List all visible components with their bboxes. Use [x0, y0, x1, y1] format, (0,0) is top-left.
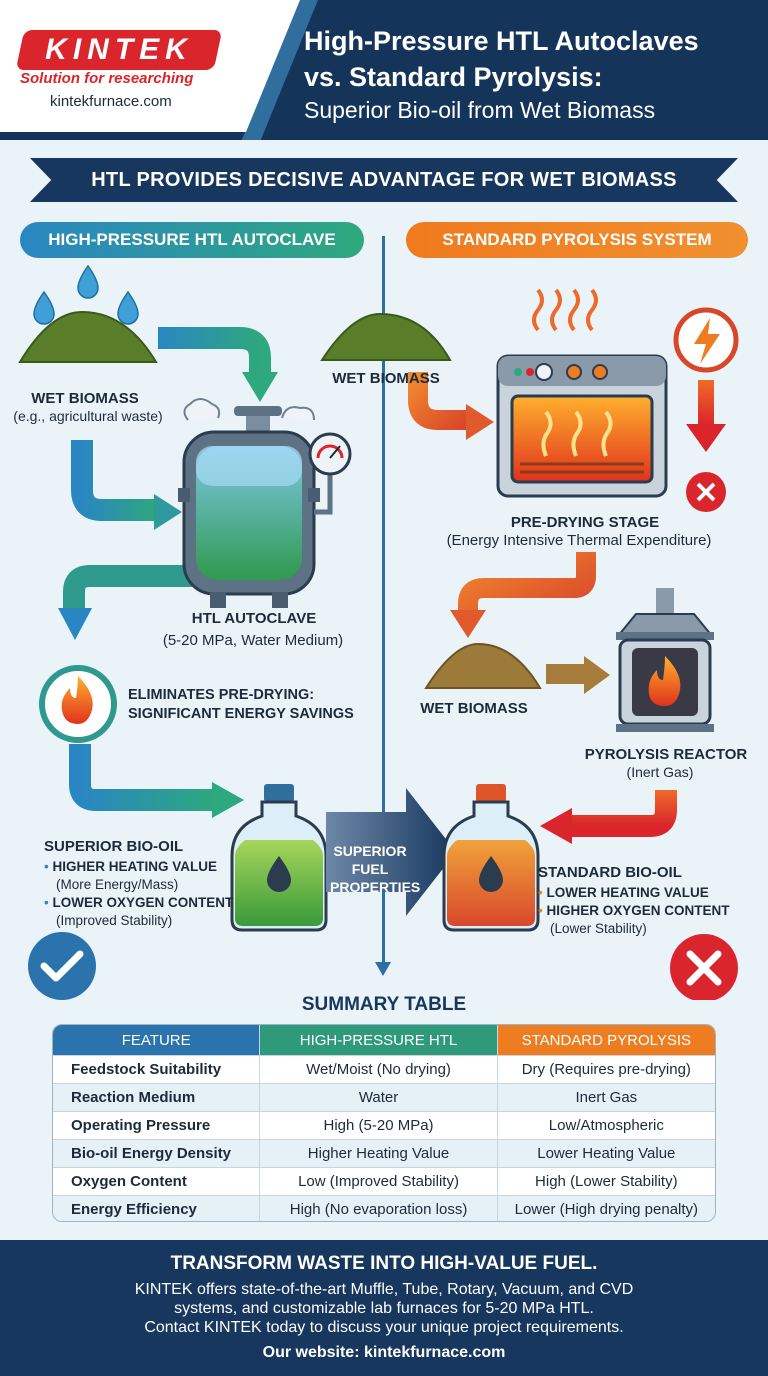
list-item: • HIGHER HEATING VALUE	[44, 859, 217, 874]
flow-diagram	[18, 264, 739, 1000]
footer-headline: TRANSFORM WASTE INTO HIGH-VALUE FUEL.	[170, 1253, 598, 1274]
pre-drying-oven-icon	[496, 288, 668, 498]
lightning-icon	[673, 307, 739, 373]
table-cell: Wet/Moist (No drying)	[259, 1056, 496, 1083]
table-cell: Higher Heating Value	[259, 1140, 496, 1167]
list-item: • LOWER HEATING VALUE	[538, 885, 709, 900]
wet-biomass-pile-icon	[18, 310, 158, 363]
superior-bio-oil-list: • HIGHER HEATING VALUE (More Energy/Mass…	[44, 858, 233, 930]
table-cell: Lower (High drying penalty)	[496, 1196, 715, 1221]
cross-icon	[670, 934, 738, 1000]
standard-bio-oil-bottle-icon	[442, 784, 540, 932]
page-subtitle: Superior Bio-oil from Wet Biomass	[304, 97, 656, 123]
standard-bio-oil-label: STANDARD BIO-OIL	[538, 864, 682, 881]
pyrolysis-reactor-icon	[615, 588, 715, 732]
table-header-pyrolysis: STANDARD PYROLYSIS	[496, 1025, 715, 1055]
htl-savings-line2: SIGNIFICANT ENERGY SAVINGS	[128, 706, 354, 722]
pyrolysis-reactor-label: PYROLYSIS REACTOR	[584, 746, 748, 763]
center-arrow-line1: SUPERIOR	[333, 843, 407, 859]
cross-icon-small	[686, 472, 726, 512]
htl-point2-note: (Improved Stability)	[56, 913, 173, 928]
center-arrow-label: SUPERIOR FUEL PROPERTIES	[330, 842, 421, 896]
logo-url[interactable]: kintekfurnace.com	[50, 93, 172, 110]
footer-body-line2: systems, and customizable lab furnaces f…	[174, 1300, 594, 1317]
superior-bio-oil-bottle-icon	[230, 784, 328, 932]
htl-point1: HIGHER HEATING VALUE	[52, 859, 217, 874]
pre-drying-label: PRE-DRYING STAGE	[510, 514, 660, 531]
table-cell: High (Lower Stability)	[496, 1168, 715, 1195]
table-header-htl: HIGH-PRESSURE HTL	[259, 1025, 497, 1055]
pyrolysis-wet-biomass-mid: WET BIOMASS	[420, 700, 528, 717]
table-cell: Bio-oil Energy Density	[71, 1145, 232, 1162]
table-row: Operating Pressure High (5-20 MPa) Low/A…	[53, 1111, 715, 1139]
table-cell: Reaction Medium	[71, 1089, 196, 1106]
divider-arrow-head	[375, 962, 391, 976]
pyrolysis-wet-biomass-top: WET BIOMASS	[332, 370, 440, 387]
table-header-feature: FEATURE	[53, 1025, 260, 1055]
table-cell: Feedstock Suitability	[71, 1061, 222, 1078]
htl-autoclave-icon	[178, 398, 352, 608]
table-header-row: FEATURE HIGH-PRESSURE HTL STANDARD PYROL…	[53, 1025, 715, 1055]
htl-point1-note: (More Energy/Mass)	[56, 877, 179, 892]
footer-website-link[interactable]: Our website: kintekfurnace.com	[262, 1344, 506, 1361]
htl-savings-line1: ELIMINATES PRE-DRYING:	[128, 687, 315, 703]
logo-text: KINTEK	[45, 33, 193, 66]
table-cell: High (5-20 MPa)	[259, 1112, 496, 1139]
logo-tagline: Solution for researching	[20, 70, 194, 87]
page-title-line1: High-Pressure HTL Autoclaves	[304, 26, 699, 56]
list-item: • LOWER OXYGEN CONTENT	[44, 895, 234, 910]
column-divider	[382, 236, 385, 966]
pyro-point2-note: (Lower Stability)	[550, 921, 647, 936]
pyrolysis-column-header: STANDARD PYROLYSIS SYSTEM	[406, 222, 748, 258]
table-cell: Energy Efficiency	[71, 1201, 197, 1218]
footer-bar	[0, 1240, 768, 1376]
footer-body-line3: Contact KINTEK today to discuss your uni…	[144, 1319, 624, 1336]
center-arrow-line3: PROPERTIES	[330, 879, 421, 895]
superior-bio-oil-label: SUPERIOR BIO-OIL	[44, 838, 184, 855]
table-row: Feedstock Suitability Wet/Moist (No dryi…	[53, 1055, 715, 1083]
standard-bio-oil-list: • LOWER HEATING VALUE • HIGHER OXYGEN CO…	[538, 884, 730, 938]
table-cell: Inert Gas	[496, 1084, 715, 1111]
table-cell: Low (Improved Stability)	[259, 1168, 496, 1195]
table-cell: Operating Pressure	[71, 1117, 211, 1134]
htl-column-header: HIGH-PRESSURE HTL AUTOCLAVE	[20, 222, 364, 258]
wet-biomass-pile-center-icon	[320, 312, 452, 361]
htl-autoclave-label: HTL AUTOCLAVE	[191, 610, 317, 627]
flame-icon	[39, 665, 117, 743]
table-cell: Lower Heating Value	[496, 1140, 715, 1167]
table-cell: Oxygen Content	[71, 1173, 187, 1190]
check-icon	[28, 932, 96, 1000]
htl-autoclave-detail: (5-20 MPa, Water Medium)	[162, 632, 344, 649]
banner-ribbon	[30, 158, 738, 202]
table-row: Oxygen Content Low (Improved Stability) …	[53, 1167, 715, 1195]
center-arrow-line2: FUEL	[351, 861, 389, 877]
htl-point2: LOWER OXYGEN CONTENT	[52, 895, 234, 910]
pre-drying-detail: (Energy Intensive Thermal Expenditure)	[446, 532, 712, 549]
center-arrow-shape	[326, 788, 456, 916]
pyro-point2: HIGHER OXYGEN CONTENT	[546, 903, 730, 918]
table-row: Bio-oil Energy Density Higher Heating Va…	[53, 1139, 715, 1167]
table-cell: High (No evaporation loss)	[259, 1196, 496, 1221]
page-title-line2: vs. Standard Pyrolysis:	[304, 62, 603, 92]
droplet-icon	[33, 264, 139, 325]
htl-wet-biomass-example: (e.g., agricultural waste)	[13, 408, 163, 424]
banner-text: HTL PROVIDES DECISIVE ADVANTAGE FOR WET …	[91, 169, 677, 191]
summary-title: SUMMARY TABLE	[301, 994, 467, 1015]
table-row: Reaction Medium Water Inert Gas	[53, 1083, 715, 1111]
list-item: • HIGHER OXYGEN CONTENT	[538, 903, 730, 918]
table-cell: Dry (Requires pre-drying)	[496, 1056, 715, 1083]
footer-body: KINTEK offers state-of-the-art Muffle, T…	[0, 1280, 768, 1337]
summary-table: FEATURE HIGH-PRESSURE HTL STANDARD PYROL…	[52, 1024, 716, 1222]
htl-wet-biomass-label: WET BIOMASS	[31, 390, 139, 407]
dried-biomass-pile-icon	[424, 642, 542, 689]
pyro-point1: LOWER HEATING VALUE	[546, 885, 709, 900]
table-cell: Low/Atmospheric	[496, 1112, 715, 1139]
table-row: Energy Efficiency High (No evaporation l…	[53, 1195, 715, 1221]
table-cell: Water	[259, 1084, 496, 1111]
footer-body-line1: KINTEK offers state-of-the-art Muffle, T…	[134, 1281, 634, 1298]
pyrolysis-reactor-detail: (Inert Gas)	[626, 764, 694, 780]
